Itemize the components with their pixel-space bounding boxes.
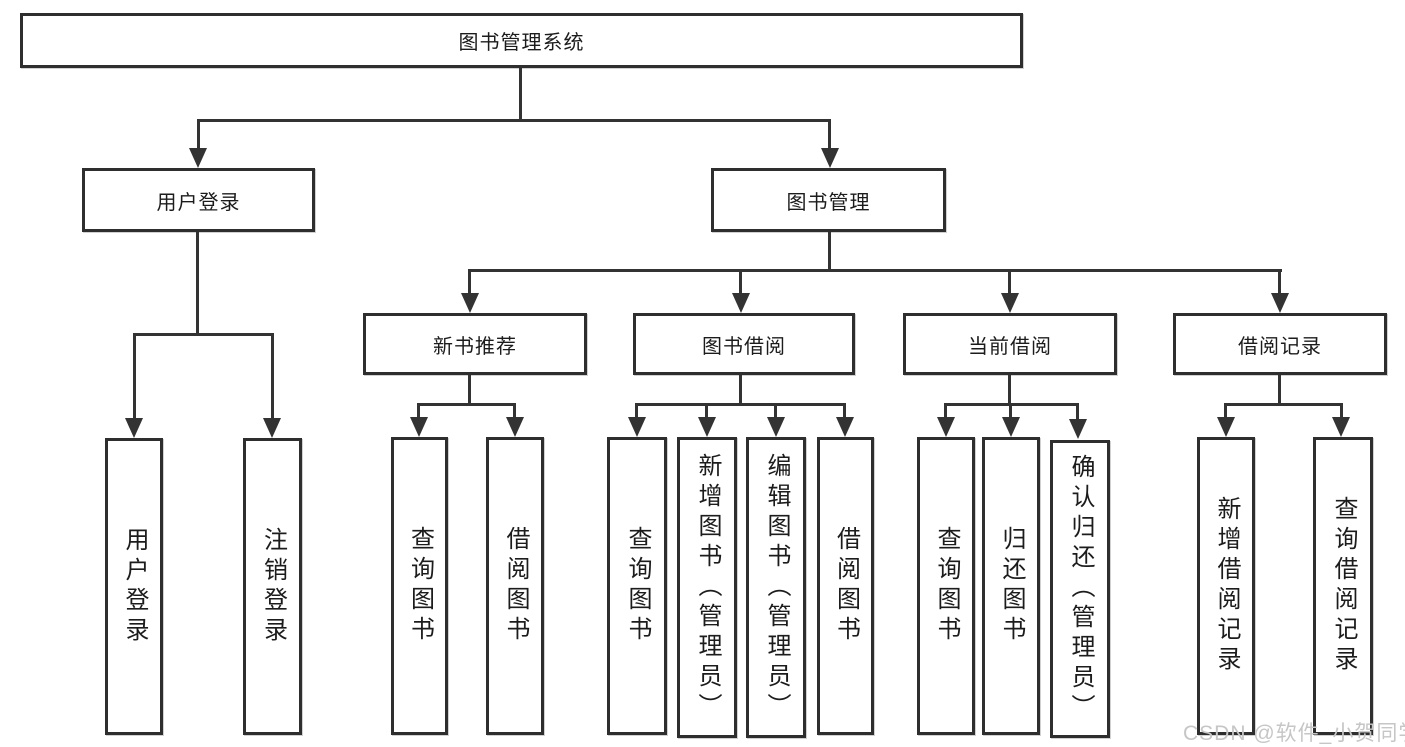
arrowhead-leaf-login [125,418,143,438]
connector-drop-leaf-logout [271,333,274,420]
leaf-label: 查询图书 [406,526,434,646]
arrowhead-leaf [836,417,854,437]
connector-drop [513,403,516,419]
leaf-confirm-return-admin: 确认归还（管理员） [1050,440,1110,738]
leaf-logout: 注销登录 [243,438,302,735]
arrowhead-borrow [732,293,750,313]
leaf-add-book-admin: 新增图书（管理员） [677,437,737,738]
node-library-management-system: 图书管理系统 [20,13,1023,68]
connector-drop-leaf-login [133,333,136,420]
leaf-label: 编辑图书（管理员） [763,452,790,723]
leaf-label: 注销登录 [259,526,287,647]
node-label: 当前借阅 [968,335,1052,358]
connector-user-login-trunk [196,232,199,336]
arrowhead-records [1271,293,1289,313]
connector-new-book-branch [417,403,516,406]
leaf-query-book-2: 查询图书 [607,437,667,735]
leaf-label: 新增图书（管理员） [694,452,721,723]
node-book-borrow: 图书借阅 [633,313,855,375]
connector-level3-branch [468,269,1282,272]
arrowhead-new-book [461,293,479,313]
connector-drop-records [1278,269,1281,296]
arrowhead-leaf [1069,419,1087,439]
arrowhead-book-management [821,148,839,168]
connector-drop-new-book [468,269,471,296]
node-label: 图书管理 [786,191,871,214]
arrowhead-leaf [1002,417,1020,437]
connector-root-trunk [519,68,522,122]
connector-new-book-trunk [468,375,471,406]
leaf-label: 借阅图书 [832,526,860,646]
leaf-user-login: 用户登录 [105,438,163,735]
connector-drop [774,403,777,419]
node-current-borrow: 当前借阅 [903,313,1117,375]
leaf-label: 用户登录 [121,526,148,647]
arrowhead-leaf [698,417,716,437]
connector-borrow-trunk [739,375,742,406]
leaf-label: 确认归还（管理员） [1067,454,1094,724]
node-label: 图书管理系统 [458,32,585,54]
leaf-add-borrow-record: 新增借阅记录 [1197,437,1255,735]
node-label: 新书推荐 [433,335,517,358]
connector-records-trunk [1278,375,1281,406]
leaf-return-book: 归还图书 [982,437,1040,735]
arrowhead-leaf [1332,417,1350,437]
node-book-management: 图书管理 [711,168,946,232]
connector-drop [705,403,708,419]
arrowhead-leaf [937,417,955,437]
connector-drop [843,403,846,419]
arrowhead-leaf [506,417,524,437]
arrowhead-leaf [628,417,646,437]
leaf-label: 归还图书 [998,526,1025,646]
leaf-label: 借阅图书 [502,526,529,646]
node-label: 图书借阅 [702,335,786,358]
leaf-label: 查询图书 [624,526,651,646]
leaf-query-book-3: 查询图书 [917,437,975,735]
connector-drop-book-management [828,119,831,151]
connector-drop [1076,403,1079,419]
node-label: 用户登录 [156,191,241,214]
arrowhead-leaf [767,417,785,437]
arrowhead-current [1001,293,1019,313]
connector-drop [417,403,420,419]
connector-drop-user-login [197,119,200,151]
connector-user-login-branch [133,333,274,336]
arrowhead-leaf [1217,417,1235,437]
leaf-query-borrow-record: 查询借阅记录 [1313,437,1373,735]
arrowhead-leaf [410,417,428,437]
arrowhead-user-login [189,148,207,168]
connector-current-trunk [1008,375,1011,406]
leaf-query-book-1: 查询图书 [391,437,448,735]
node-new-book-recommend: 新书推荐 [363,313,587,375]
leaf-label: 新增借阅记录 [1213,496,1240,676]
connector-drop-borrow [739,269,742,296]
connector-drop [635,403,638,419]
connector-drop-current [1008,269,1011,296]
node-label: 借阅记录 [1238,335,1322,358]
connector-records-branch [1224,403,1343,406]
node-user-login: 用户登录 [82,168,315,232]
connector-drop [1224,403,1227,419]
leaf-edit-book-admin: 编辑图书（管理员） [746,437,806,738]
csdn-watermark: CSDN @软件_小贺同学 [1183,722,1405,745]
leaf-label: 查询借阅记录 [1330,496,1357,676]
connector-drop [944,403,947,419]
connector-drop [1009,403,1012,419]
node-borrow-records: 借阅记录 [1173,313,1387,375]
connector-borrow-branch [635,403,846,406]
arrowhead-leaf-logout [263,418,281,438]
leaf-borrow-book-2: 借阅图书 [817,437,874,735]
connector-level2-branch [197,119,831,122]
leaf-borrow-book-1: 借阅图书 [486,437,544,735]
connector-book-management-trunk [828,232,831,272]
leaf-label: 查询图书 [933,526,960,646]
connector-drop [1340,403,1343,419]
